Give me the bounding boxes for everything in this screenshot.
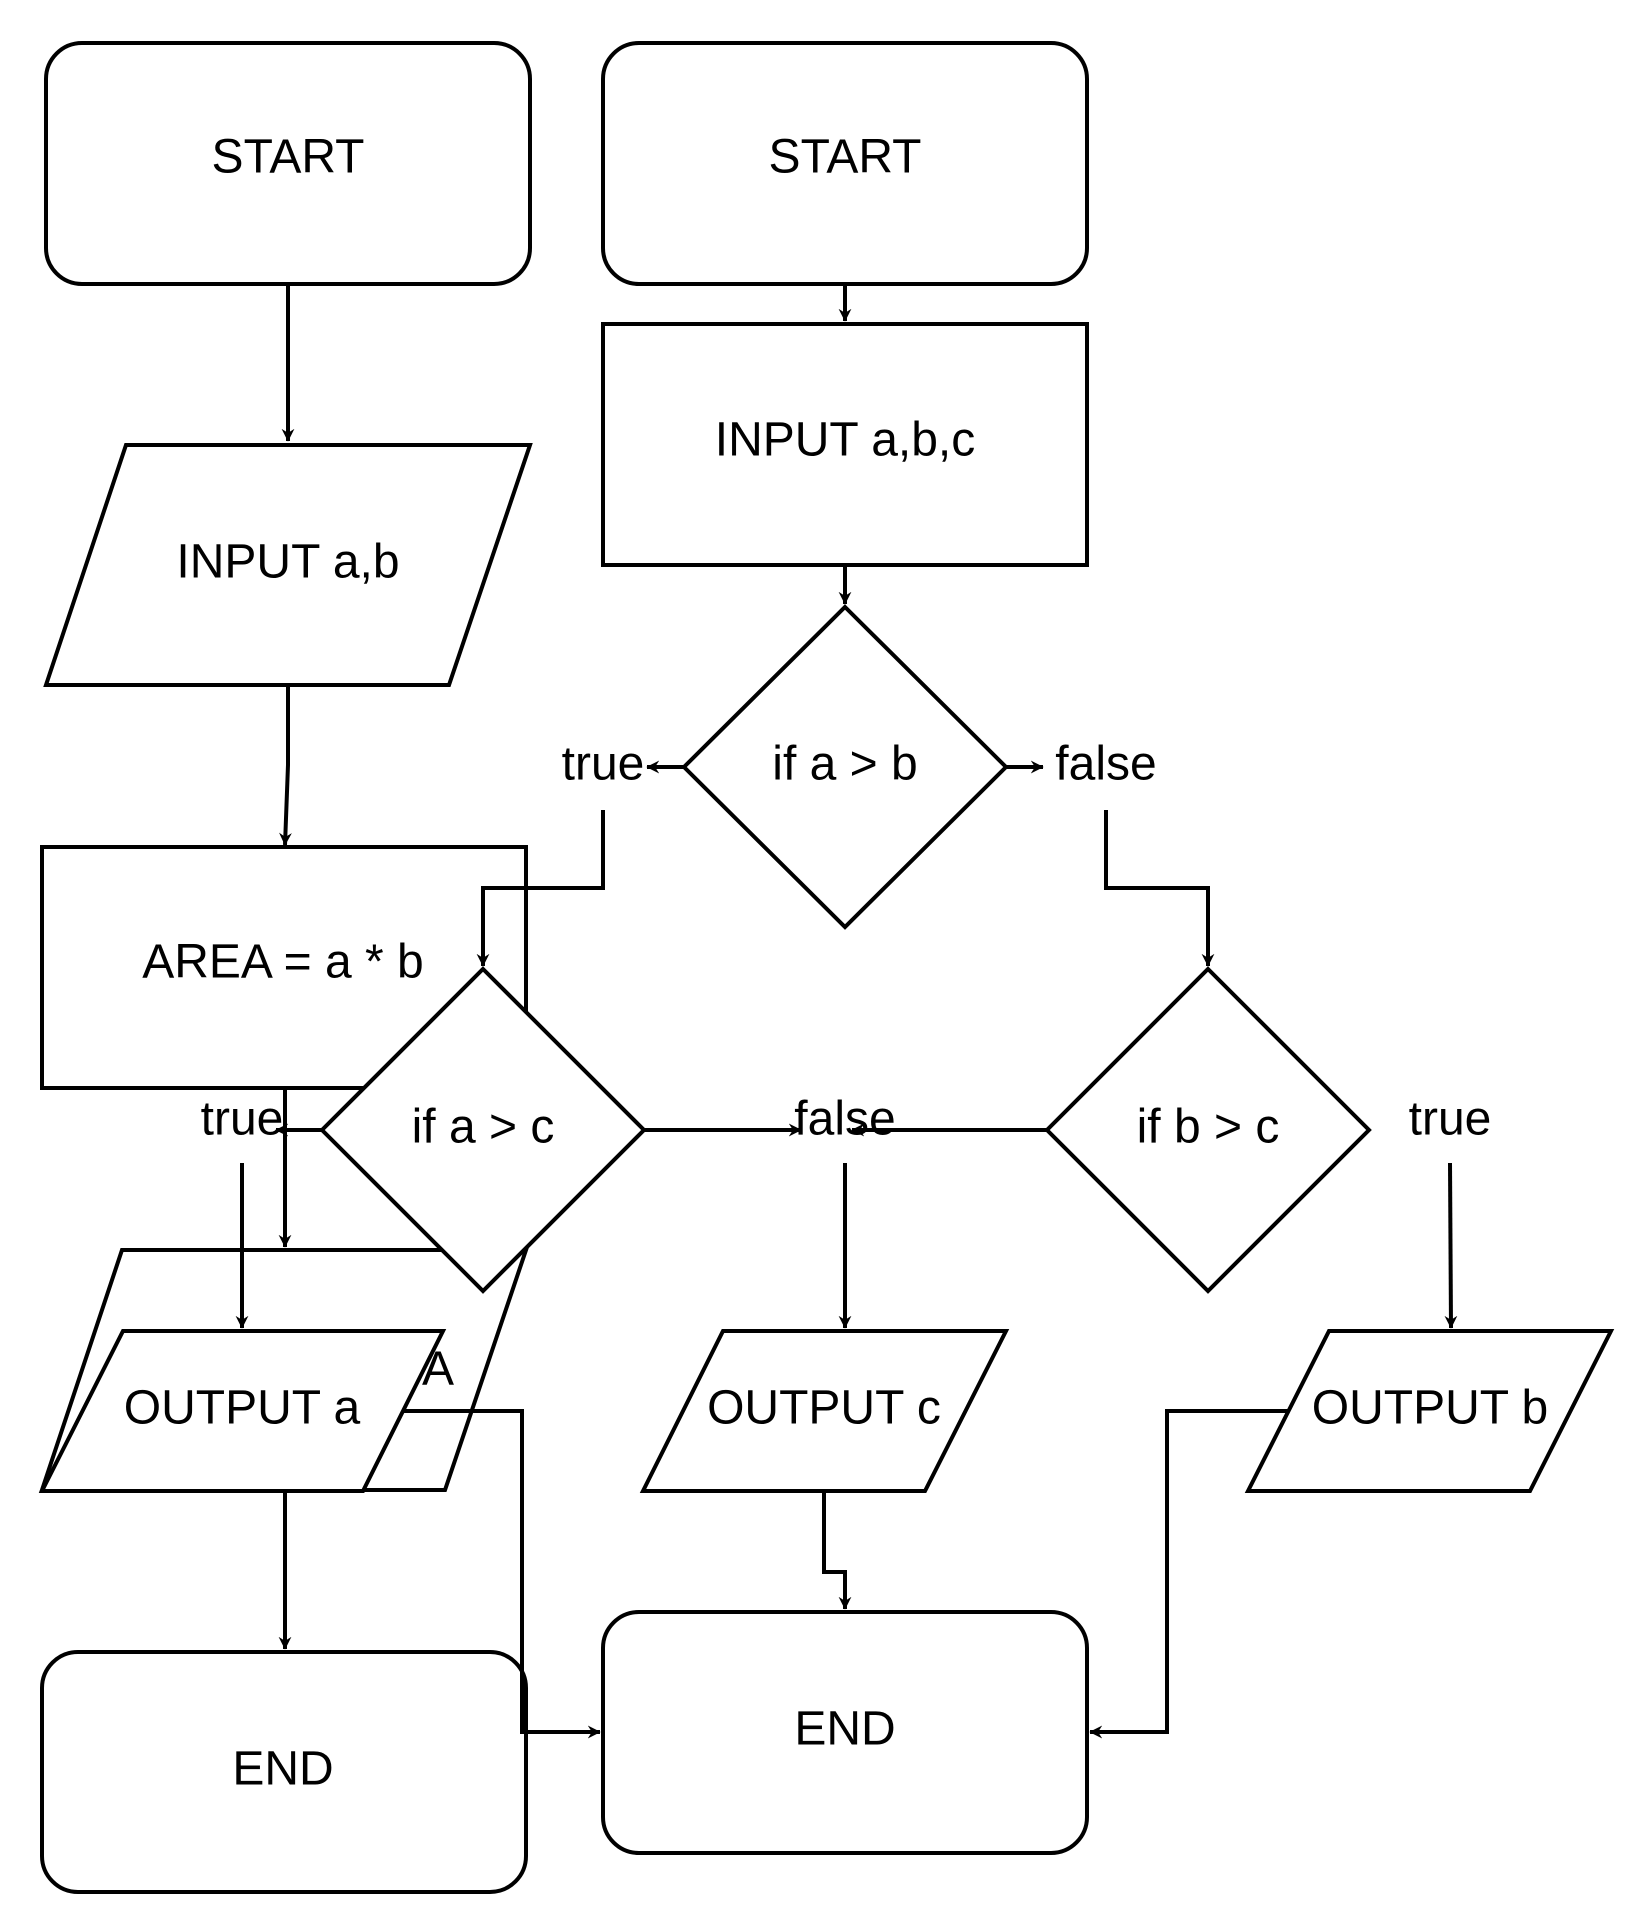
left-start-node: START [44,41,532,286]
right-end-label: END [794,1703,895,1756]
right-end-node: END [601,1610,1089,1855]
left-end-node: END [40,1650,528,1894]
left-edge-input-process [279,685,292,846]
branch-label-ab-false: false [1055,738,1156,791]
output-a-label: OUTPUT a [124,1382,361,1435]
left-start-label: START [212,131,365,184]
decision-a-gt-c-label: if a > c [412,1101,555,1154]
decision-a-gt-b-label: if a > b [772,738,917,791]
decision-b-gt-c: if b > c [1044,966,1372,1294]
output-a-node: OUTPUT a [38,1329,447,1493]
branch-label-ac-true: true [201,1093,284,1146]
left-end-label: END [232,1743,333,1796]
decision-a-gt-c: if a > c [319,966,647,1294]
right-edge-false-to-bc [1104,810,1215,967]
right-edge-true-to-ac [476,810,605,967]
right-edge-output-c-to-end [822,1491,852,1610]
output-b-label: OUTPUT b [1312,1382,1548,1435]
left-input-node: INPUT a,b [43,443,533,687]
output-b-node: OUTPUT b [1244,1329,1615,1493]
right-start-label: START [769,131,922,184]
decision-b-gt-c-label: if b > c [1137,1101,1280,1154]
decision-a-gt-b: if a > b [681,604,1009,930]
right-start-node: START [601,41,1089,286]
left-process-label: AREA = a * b [142,936,424,989]
right-edge-true-to-output-b [1444,1162,1458,1329]
left-input-label: INPUT a,b [176,536,399,589]
right-edge-output-b-to-end [1089,1409,1289,1739]
right-input-node: INPUT a,b,c [601,322,1089,567]
output-c-node: OUTPUT c [639,1329,1010,1493]
branch-label-bc-true: true [1409,1093,1492,1146]
branch-label-ab-true: true [562,738,645,791]
right-edge-output-a-to-end [403,1409,601,1739]
branch-label-ac-false: false [794,1093,895,1146]
right-input-label: INPUT a,b,c [715,414,976,467]
output-c-label: OUTPUT c [707,1382,941,1435]
